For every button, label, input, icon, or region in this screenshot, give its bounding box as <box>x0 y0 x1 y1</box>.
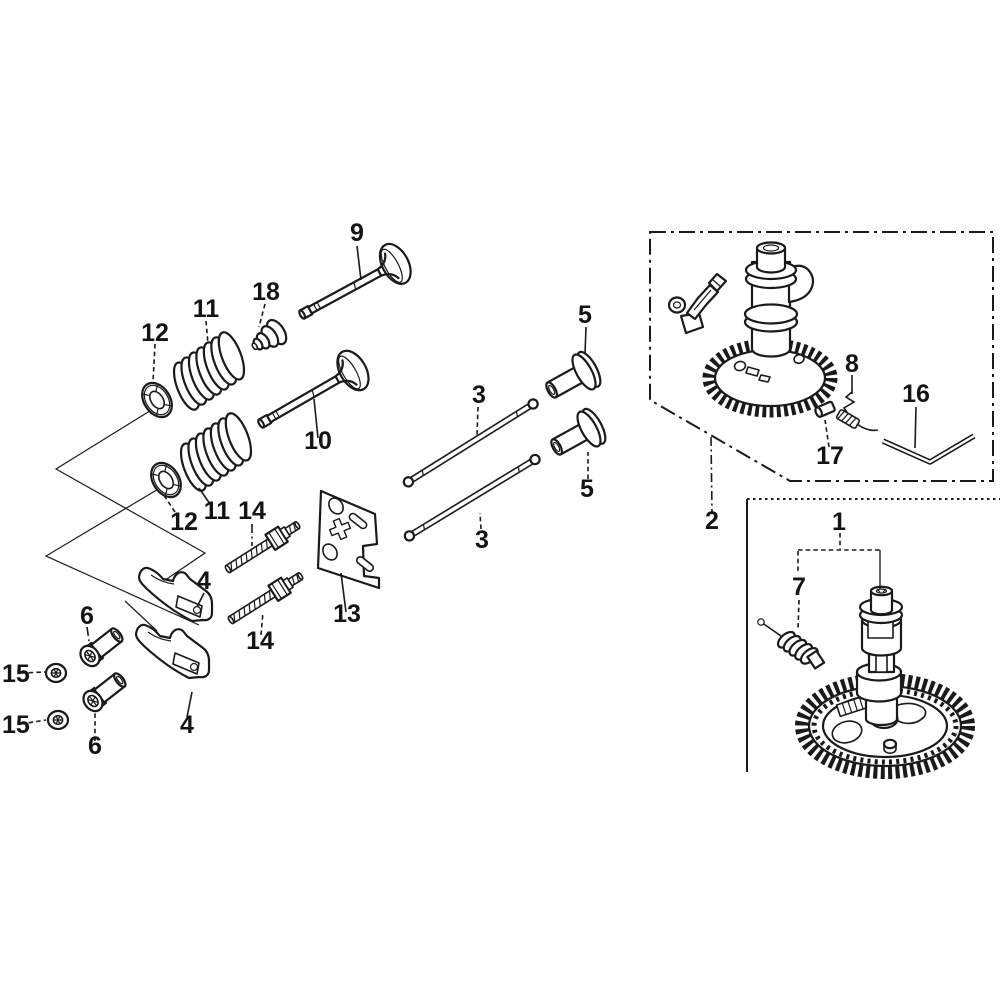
leader-7 <box>797 599 800 630</box>
callout-spring-11-upper: 11 <box>193 295 220 323</box>
callout-nut-15-lower: 15 <box>2 711 30 739</box>
leader-5-upper <box>584 326 587 355</box>
callout-lifter-5-lower: 5 <box>580 475 594 503</box>
leader-11-upper <box>205 320 209 345</box>
leader-14-lower <box>260 611 264 636</box>
valve-exhaust <box>289 237 419 336</box>
callout-pushrod-3-lower: 3 <box>475 526 489 554</box>
callout-pivot-6-upper: 6 <box>80 602 94 630</box>
leader-12-upper <box>152 343 156 383</box>
leader-3-lower <box>479 512 482 530</box>
callout-labels: 9 18 11 12 12 11 10 3 3 5 5 14 14 13 4 4… <box>2 219 930 760</box>
governor-spring <box>835 391 879 432</box>
valve-spring-upper <box>158 324 260 418</box>
pivot-nut-lower <box>46 709 70 731</box>
callout-pushrod-3-upper: 3 <box>472 381 486 409</box>
callout-rocker-4-lower: 4 <box>180 711 194 739</box>
callout-camshaft-kit-2: 2 <box>705 507 719 535</box>
callout-governor-spring-8: 8 <box>845 350 859 378</box>
leader-15-lower <box>20 719 47 725</box>
leader-10 <box>313 398 319 439</box>
callout-seal-18: 18 <box>252 278 280 306</box>
callout-pivot-6-lower: 6 <box>88 732 102 760</box>
leader-16 <box>914 406 917 449</box>
leader-11-lower <box>198 487 211 505</box>
callout-plate-13: 13 <box>333 600 361 628</box>
valve-lifter-lower <box>542 404 611 467</box>
callout-retainer-12-lower: 12 <box>170 508 198 536</box>
leader-13 <box>340 572 347 613</box>
push-rod-upper <box>400 396 541 490</box>
leader-12-lower <box>162 493 176 513</box>
rocker-pivot-lower <box>78 668 131 717</box>
rocker-stud-upper <box>220 515 305 579</box>
leader-4-upper <box>196 592 205 608</box>
spring-retainer-lower <box>143 456 189 504</box>
callout-nut-15-upper: 15 <box>2 660 30 688</box>
leader-15-upper <box>20 671 46 674</box>
pivot-nut-upper <box>44 662 68 684</box>
callout-rod-16: 16 <box>902 380 930 408</box>
leader-9 <box>356 245 362 281</box>
callout-valve-10: 10 <box>304 427 332 455</box>
roller-pin <box>814 400 836 418</box>
callout-stud-14-lower: 14 <box>246 627 274 655</box>
callout-lifter-5-upper: 5 <box>578 301 592 329</box>
push-rod-guide-plate <box>316 489 381 590</box>
rocker-arm-lower <box>134 623 211 680</box>
push-rod-lower <box>401 452 543 544</box>
leader-3-upper <box>476 406 479 437</box>
callout-return-spring-7: 7 <box>792 573 806 601</box>
valve-stem-seal <box>251 318 288 351</box>
leader-4-lower <box>186 691 193 718</box>
governor-weight-arm <box>667 272 728 335</box>
camshaft-assembly-box-outline <box>746 498 1000 772</box>
alignment-lines <box>44 408 207 632</box>
callout-valve-9: 9 <box>350 219 364 247</box>
leader-6-upper <box>86 626 90 642</box>
callout-retainer-12-upper: 12 <box>141 319 169 347</box>
rocker-pivot-upper <box>75 623 128 672</box>
camshaft-return-spring <box>757 618 826 670</box>
callout-rocker-4-upper: 4 <box>197 567 211 595</box>
leader-1-bracket <box>797 533 880 571</box>
callout-spring-11-lower: 11 <box>204 497 231 525</box>
leader-2 <box>710 436 713 513</box>
leader-lines <box>20 245 917 741</box>
callout-stud-14-upper: 14 <box>238 497 266 525</box>
valve-lifter-upper <box>537 347 606 410</box>
rocker-stud-lower <box>223 566 308 630</box>
callout-camshaft-assembly-1: 1 <box>832 508 846 536</box>
leader-18 <box>258 303 266 328</box>
governor-rod <box>881 433 976 465</box>
camshaft-assembly <box>795 585 975 779</box>
camshaft-with-gear <box>667 241 838 418</box>
callout-pin-17: 17 <box>816 442 844 470</box>
